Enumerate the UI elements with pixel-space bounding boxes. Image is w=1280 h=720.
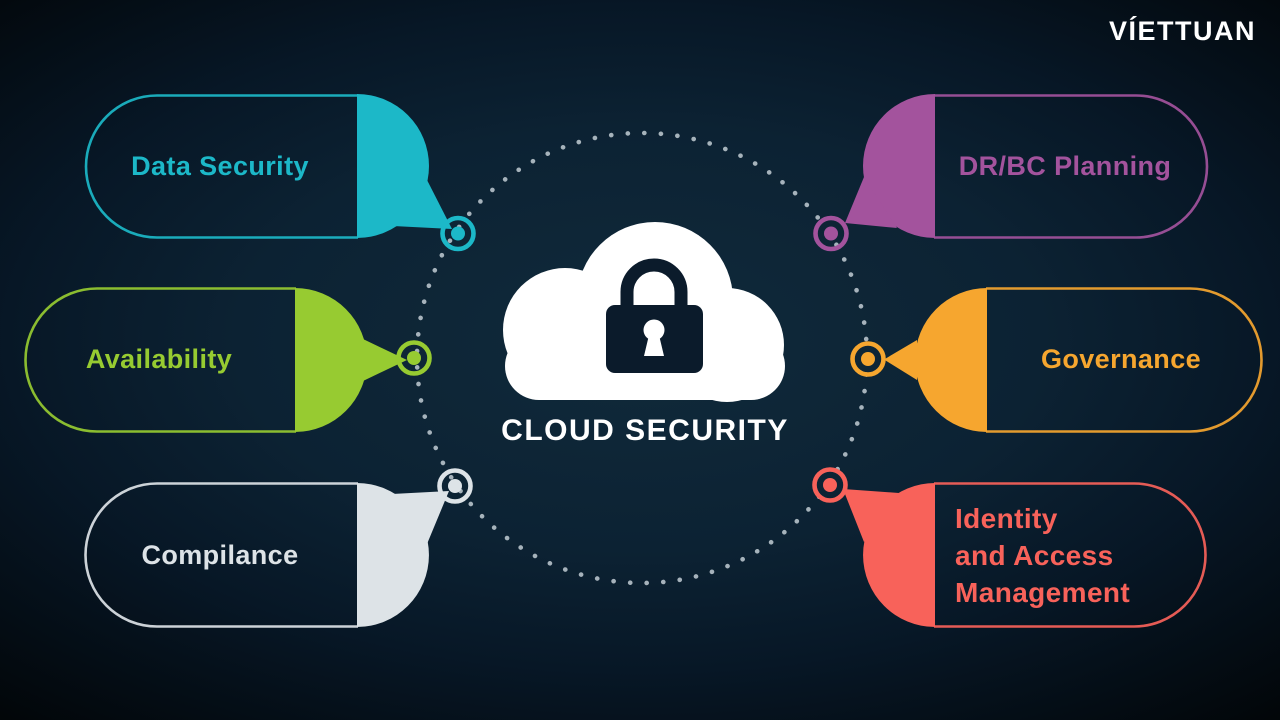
keyhole-wedge (644, 335, 664, 356)
keyhole-circle (643, 319, 665, 341)
bubble-outline (84, 94, 358, 239)
connector-node-icon (440, 215, 476, 252)
connector-node-icon (813, 215, 849, 252)
bubble-tail (843, 489, 899, 542)
bubble-shape-identity-access-management (812, 467, 1207, 628)
bubble-label-compilance: Compilance (141, 539, 299, 570)
speech-bubble-icon (863, 483, 935, 627)
lock-icon (606, 258, 703, 373)
bubble-shape-compilance (84, 468, 473, 628)
bubble-outline (24, 287, 296, 433)
bubble-label-availability: Availability (85, 344, 233, 374)
bubble-outline (84, 482, 358, 628)
connector-node-dot (407, 351, 421, 365)
bubble-label-identity-access-management: Identity and Access Management (955, 502, 1131, 608)
bubble-outline (986, 287, 1263, 433)
bubble-outline (934, 482, 1207, 628)
bubble-tail (845, 177, 897, 228)
speech-bubble-icon (295, 288, 367, 432)
speech-bubble-icon (863, 94, 935, 238)
bubble-tail (363, 339, 407, 381)
bubble-shape-drbc-planning (813, 94, 1209, 252)
logo: VÍETTUAN (1109, 16, 1256, 46)
bubble-shape-governance (850, 287, 1263, 433)
connector-node-dot (448, 479, 462, 493)
bubble-outline (934, 94, 1209, 239)
cloud-icon (503, 222, 785, 402)
bubble-label-governance: Governance (1040, 344, 1202, 374)
bubble-tail (884, 340, 917, 380)
connector-node-icon (437, 468, 473, 504)
bubble-label-drbc-planning: DR/BC Planning (958, 151, 1172, 181)
connector-node-icon (396, 340, 432, 376)
connector-node-dot (824, 226, 838, 241)
bubble-tail (393, 178, 452, 229)
connector-node-dot (861, 352, 875, 366)
connector-node-icon (812, 467, 848, 503)
bubble-tail (392, 491, 449, 544)
speech-bubble-icon (915, 288, 987, 432)
center-title: CLOUD SECURITY (501, 414, 789, 447)
connector-node-dot (451, 226, 465, 241)
bubble-label-data-security: Data Security (131, 151, 309, 181)
bubble-shape-availability (24, 287, 432, 433)
bubble-shape-data-security (84, 94, 476, 252)
connector-node-dot (823, 478, 837, 492)
connector-node-icon (850, 341, 886, 377)
lock-shackle (620, 258, 688, 314)
